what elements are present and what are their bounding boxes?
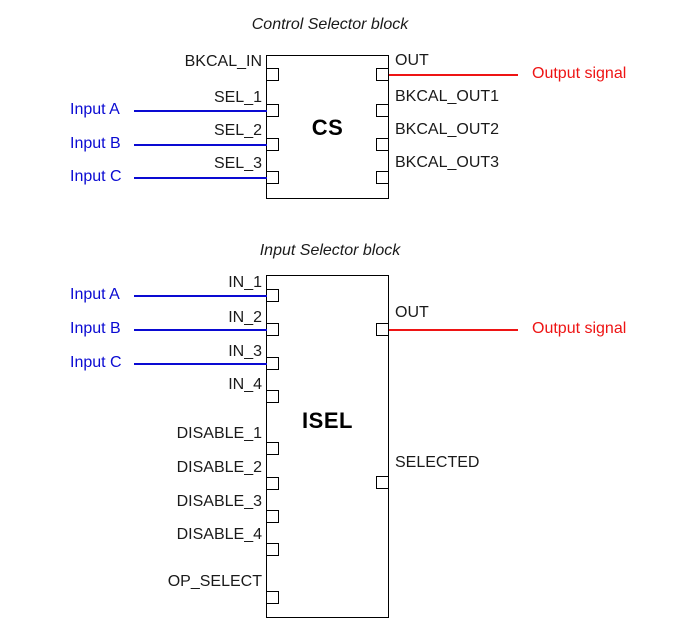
cs-block-label: CS: [311, 115, 344, 140]
cs-section-title: Control Selector block: [251, 16, 409, 33]
cs-input-c-label: Input C: [70, 168, 122, 185]
isel-pin-label-op-select: OP_SELECT: [167, 573, 262, 590]
isel-pin-selected: [376, 476, 389, 489]
isel-wire-output: [389, 329, 518, 331]
isel-pin-disable-4: [266, 543, 279, 556]
cs-pin-sel-1: [266, 104, 279, 117]
isel-pin-in-2: [266, 323, 279, 336]
cs-pin-sel-2: [266, 138, 279, 151]
isel-section-title: Input Selector block: [259, 242, 401, 259]
isel-pin-label-out: OUT: [395, 304, 429, 321]
isel-wire-input-b: [134, 329, 267, 331]
isel-wire-input-c: [134, 363, 267, 365]
cs-wire-output: [389, 74, 518, 76]
cs-pin-bkcal-out2: [376, 138, 389, 151]
cs-pin-bkcal-out3: [376, 171, 389, 184]
cs-pin-bkcal-in: [266, 68, 279, 81]
isel-pin-in-4: [266, 390, 279, 403]
cs-pin-label-bkcal-out1: BKCAL_OUT1: [395, 88, 500, 105]
cs-pin-label-bkcal-out2: BKCAL_OUT2: [395, 121, 500, 138]
isel-pin-out: [376, 323, 389, 336]
isel-pin-in-1: [266, 289, 279, 302]
cs-block-outline: [266, 55, 389, 199]
cs-pin-label-sel-1: SEL_1: [213, 89, 262, 106]
cs-output-signal-label: Output signal: [532, 65, 627, 82]
isel-input-a-label: Input A: [70, 286, 120, 303]
cs-pin-out: [376, 68, 389, 81]
isel-pin-label-disable-2: DISABLE_2: [176, 459, 262, 476]
isel-block-label: ISEL: [302, 408, 353, 433]
isel-pin-label-in-2: IN_2: [228, 309, 262, 326]
cs-wire-input-b: [134, 144, 267, 146]
isel-output-signal-label: Output signal: [532, 320, 627, 337]
isel-pin-label-disable-1: DISABLE_1: [176, 425, 262, 442]
isel-input-b-label: Input B: [70, 320, 121, 337]
cs-pin-label-bkcal-out3: BKCAL_OUT3: [395, 154, 500, 171]
cs-wire-input-a: [134, 110, 267, 112]
cs-input-a-label: Input A: [70, 101, 120, 118]
isel-pin-label-in-4: IN_4: [228, 376, 262, 393]
isel-block-outline: [266, 275, 389, 618]
cs-wire-input-c: [134, 177, 267, 179]
isel-pin-label-disable-3: DISABLE_3: [176, 493, 262, 510]
isel-pin-label-selected: SELECTED: [395, 454, 480, 471]
cs-pin-label-sel-3: SEL_3: [213, 155, 262, 172]
cs-pin-label-out: OUT: [395, 52, 429, 69]
isel-pin-label-disable-4: DISABLE_4: [176, 526, 262, 543]
isel-pin-label-in-3: IN_3: [228, 343, 262, 360]
isel-pin-disable-2: [266, 477, 279, 490]
cs-pin-label-sel-2: SEL_2: [213, 122, 262, 139]
cs-input-b-label: Input B: [70, 135, 121, 152]
isel-pin-in-3: [266, 357, 279, 370]
isel-pin-disable-1: [266, 442, 279, 455]
isel-pin-op-select: [266, 591, 279, 604]
isel-wire-input-a: [134, 295, 267, 297]
cs-pin-bkcal-out1: [376, 104, 389, 117]
cs-pin-sel-3: [266, 171, 279, 184]
isel-pin-label-in-1: IN_1: [228, 274, 262, 291]
cs-pin-label-bkcal-in: BKCAL_IN: [184, 53, 262, 70]
isel-input-c-label: Input C: [70, 354, 122, 371]
isel-pin-disable-3: [266, 510, 279, 523]
